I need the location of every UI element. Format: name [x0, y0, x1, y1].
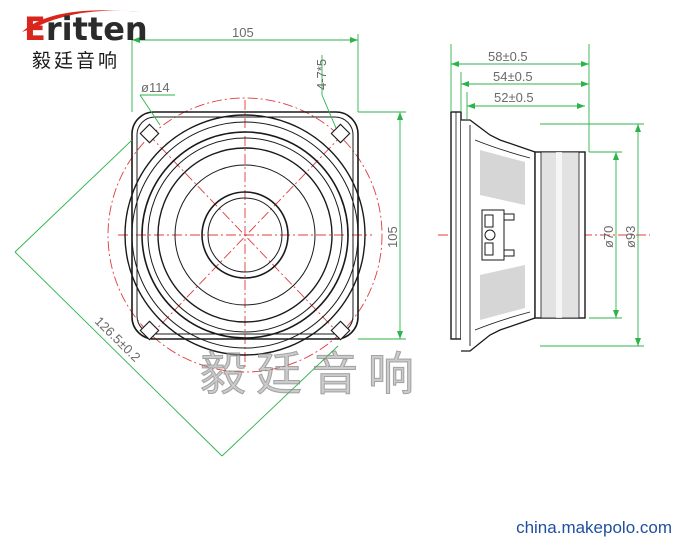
brand-initial: E — [24, 10, 46, 48]
diagonal-dimension-label: 126.5±0.2 — [92, 313, 144, 364]
width-dimension-label: 105 — [232, 25, 254, 40]
mounting-holes — [139, 123, 351, 341]
source-footer: china.makepolo.com — [516, 518, 672, 537]
depth-label-52: 52±0.5 — [494, 90, 534, 105]
brand-logo: Eritten 毅廷音响 — [12, 2, 152, 72]
depth-label-58: 58±0.5 — [488, 49, 528, 64]
side-view: 58±0.5 54±0.5 52±0.5 ø70 ø93 — [438, 44, 650, 352]
frame-diameter-label: ø93 — [623, 226, 638, 248]
brand-rest: ritten — [45, 10, 148, 48]
logo-swoosh-icon — [22, 10, 140, 32]
mount-hole-label: 4-7*5 — [314, 59, 329, 90]
height-dimension-label: 105 — [385, 226, 400, 248]
diameter-label: ø114 — [141, 80, 170, 95]
front-view: 105 105 ø114 4-7*5 126.5±0.2 — [14, 25, 406, 457]
watermark-text: 毅廷音响 — [200, 347, 424, 402]
depth-label-54: 54±0.5 — [493, 69, 533, 84]
brand-name-latin: Eritten — [24, 10, 148, 48]
brand-name-chinese: 毅廷音响 — [32, 50, 121, 72]
magnet-diameter-label: ø70 — [601, 226, 616, 248]
